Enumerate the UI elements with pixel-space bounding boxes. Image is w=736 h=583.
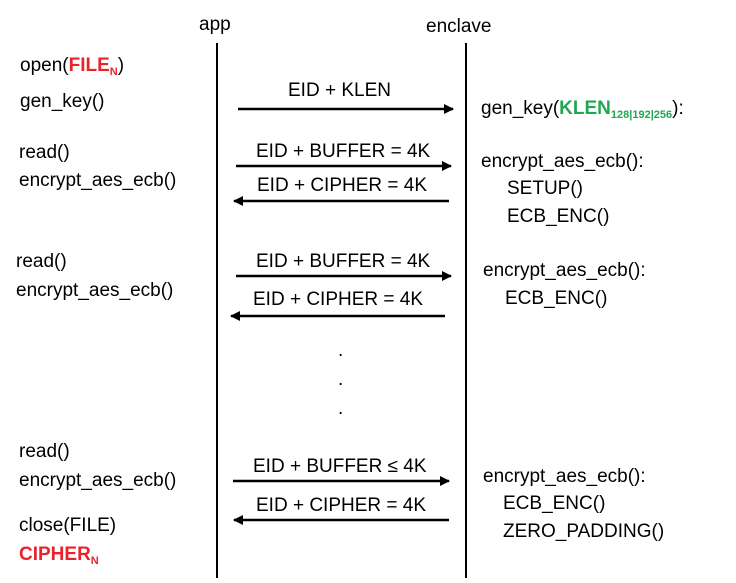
app-lane-label: app — [199, 14, 231, 35]
read-call: read() — [19, 441, 70, 462]
enclave-gen-key-suffix: ): — [672, 98, 684, 119]
enclave-setup: SETUP() — [507, 178, 583, 199]
message-keygen: EID + KLEN — [288, 80, 391, 101]
klen-name: KLEN — [559, 98, 611, 119]
encrypt-call: encrypt_aes_ecb() — [19, 470, 177, 491]
ellipsis-dot: . — [338, 369, 344, 390]
cipher-subscript: N — [90, 555, 99, 567]
cipher-name: CIPHER — [19, 544, 91, 565]
enclave-encrypt: encrypt_aes_ecb(): — [481, 151, 644, 172]
file-name: FILE — [68, 55, 110, 76]
read-call: read() — [16, 251, 67, 272]
gen-key-call: gen_key() — [20, 91, 105, 112]
cipher-output: CIPHERN — [19, 544, 99, 572]
klen-subscript: 128|192|256 — [610, 109, 673, 121]
close-call: close(FILE) — [19, 515, 117, 536]
enclave-ecb-enc: ECB_ENC() — [505, 288, 608, 309]
enclave-gen-key-prefix: gen_key( — [481, 98, 560, 119]
ellipsis-dot: . — [338, 398, 344, 419]
message-block2-return: EID + CIPHER = 4K — [253, 289, 424, 310]
enclave-lane-label: enclave — [426, 16, 492, 37]
open-call: open(FILEN) — [20, 55, 124, 83]
open-suffix: ) — [117, 55, 125, 76]
file-subscript: N — [109, 66, 118, 78]
message-block1-send: EID + BUFFER = 4K — [256, 141, 431, 162]
enclave-encrypt: encrypt_aes_ecb(): — [483, 260, 646, 281]
enclave-ecb-enc: ECB_ENC() — [507, 206, 610, 227]
enclave-zero-padding: ZERO_PADDING() — [503, 521, 665, 542]
message-last-return: EID + CIPHER = 4K — [256, 495, 427, 516]
open-prefix: open( — [20, 55, 69, 76]
message-last-send: EID + BUFFER ≤ 4K — [253, 456, 427, 477]
encrypt-call: encrypt_aes_ecb() — [16, 280, 174, 301]
read-call: read() — [19, 142, 70, 163]
ellipsis-dot: . — [338, 340, 344, 361]
message-block1-return: EID + CIPHER = 4K — [257, 175, 428, 196]
enclave-gen-key: gen_key(KLEN128|192|256): — [481, 98, 684, 126]
encrypt-call: encrypt_aes_ecb() — [19, 170, 177, 191]
enclave-encrypt: encrypt_aes_ecb(): — [483, 466, 646, 487]
message-block2-send: EID + BUFFER = 4K — [256, 251, 431, 272]
enclave-ecb-enc: ECB_ENC() — [503, 493, 606, 514]
